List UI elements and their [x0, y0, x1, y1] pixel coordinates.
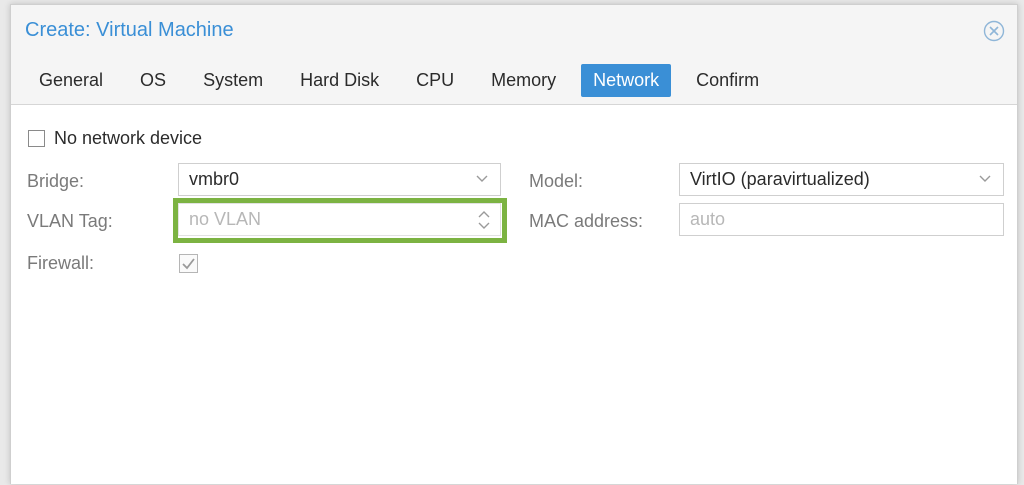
model-select[interactable]: VirtIO (paravirtualized) — [679, 163, 1004, 196]
mac-address-label: MAC address: — [529, 211, 644, 231]
bridge-value: vmbr0 — [189, 169, 240, 189]
tab-cpu[interactable]: CPU — [416, 70, 455, 90]
dialog-title: Create: Virtual Machine — [25, 19, 234, 41]
no-network-device-label: No network device — [54, 128, 203, 148]
tab-general[interactable]: General — [39, 70, 104, 90]
spinner-arrows-icon[interactable] — [478, 208, 490, 232]
vlan-tag-placeholder: no VLAN — [189, 209, 262, 229]
vlan-tag-input[interactable]: no VLAN — [178, 203, 501, 236]
create-vm-dialog: Create: Virtual Machine General OS Syste… — [10, 4, 1018, 484]
tab-confirm[interactable]: Confirm — [696, 70, 760, 90]
tab-os[interactable]: OS — [140, 70, 167, 90]
checkmark-icon — [182, 258, 195, 270]
close-icon[interactable] — [983, 20, 1005, 42]
bridge-label: Bridge: — [27, 171, 85, 191]
tab-memory[interactable]: Memory — [491, 70, 557, 90]
tab-system[interactable]: System — [203, 70, 264, 90]
bridge-select[interactable]: vmbr0 — [178, 163, 501, 196]
wizard-tabs: General OS System Hard Disk CPU Memory N… — [25, 64, 784, 97]
mac-address-input[interactable]: auto — [679, 203, 1004, 236]
no-network-device-checkbox[interactable] — [28, 130, 45, 147]
firewall-label: Firewall: — [27, 253, 95, 273]
chevron-down-icon — [979, 175, 991, 182]
dialog-header: Create: Virtual Machine General OS Syste… — [11, 5, 1017, 105]
model-value: VirtIO (paravirtualized) — [690, 169, 870, 189]
network-form: No network device Bridge: vmbr0 VLAN Tag… — [11, 105, 1017, 485]
vlan-tag-label: VLAN Tag: — [27, 211, 113, 231]
no-network-device-row[interactable]: No network device — [28, 128, 202, 149]
tab-hard-disk[interactable]: Hard Disk — [300, 70, 380, 90]
mac-address-placeholder: auto — [690, 209, 726, 229]
tab-network[interactable]: Network — [581, 64, 672, 97]
firewall-checkbox[interactable] — [179, 254, 198, 273]
chevron-down-icon — [476, 175, 488, 182]
model-label: Model: — [529, 171, 584, 191]
